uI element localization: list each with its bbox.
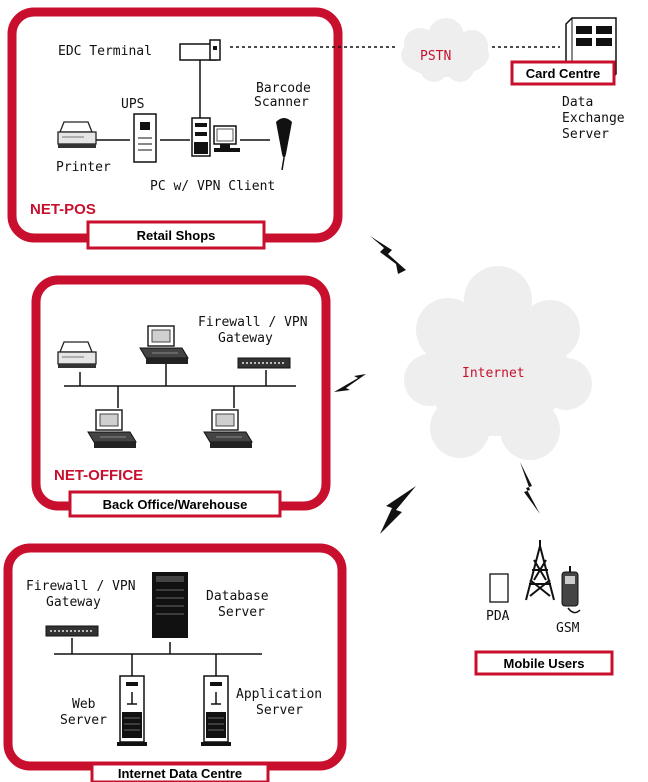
retail-caption-box [86,220,266,250]
pstn-label: PSTN [420,49,451,64]
office-firewall-label-line2: Gateway [218,331,273,346]
data-exchange-label-line1: Data [562,95,593,110]
dc-caption-box [90,762,270,782]
app-label-line2: Server [256,703,303,718]
data-exchange-label-line3: Server [562,127,609,142]
web-label-line2: Server [60,713,107,728]
pda-icon [489,573,509,603]
retail-caption: Retail Shops [137,228,216,243]
internet-label: Internet [462,366,525,381]
mobile-caption: Mobile Users [504,656,585,671]
cell-tower-icon [525,540,555,601]
lightning-bolt-datacentre [380,486,416,534]
barcode-label-line1: Barcode [256,81,311,96]
barcode-label-line2: Scanner [254,95,309,110]
retail-connections [96,60,270,141]
barcode-scanner-icon [276,118,292,171]
dc-firewall-label-line2: Gateway [46,595,101,610]
web-label-line1: Web [72,697,96,712]
dc-caption: Internet Data Centre [118,766,242,781]
office-caption: Back Office/Warehouse [103,497,248,512]
printer-label: Printer [56,160,111,175]
pda-label: PDA [486,609,510,624]
pc-label: PC w/ VPN Client [150,179,275,194]
ups-label: UPS [121,97,144,112]
edc-terminal-icon [179,39,221,61]
office-gateway-icon [237,357,291,369]
pstn-cloud [401,18,489,82]
net-pos-brand: NET-POS [30,201,96,218]
ups-icon [133,113,157,163]
database-label-line1: Database [206,589,269,604]
application-server-icon [200,675,232,747]
datacentre-gateway-icon [45,625,99,637]
gsm-phone-icon [561,566,581,614]
data-exchange-label-line2: Exchange [562,111,625,126]
lightning-bolt-office [334,374,366,392]
monitor-icon [213,125,240,152]
internet-cloud [404,266,592,460]
app-label-line1: Application [236,687,322,702]
lightning-bolt-retail [370,236,406,274]
lightning-bolt-mobile [520,462,540,514]
net-office-brand: NET-OFFICE [54,467,143,484]
mobile-caption-box [474,650,614,676]
dc-firewall-label-line1: Firewall / VPN [26,579,136,594]
datacentre-network-bus [54,638,262,676]
card-centre-box [510,60,616,86]
database-server-icon [152,572,188,638]
office-network-bus [64,362,296,408]
edc-terminal-label: EDC Terminal [58,44,152,59]
gsm-label: GSM [556,621,580,636]
pc-tower-icon [191,117,211,157]
database-label-line2: Server [218,605,265,620]
office-firewall-label-line1: Firewall / VPN [198,315,308,330]
office-caption-box [68,490,282,518]
card-centre-label: Card Centre [526,66,600,81]
web-server-icon [116,675,148,747]
